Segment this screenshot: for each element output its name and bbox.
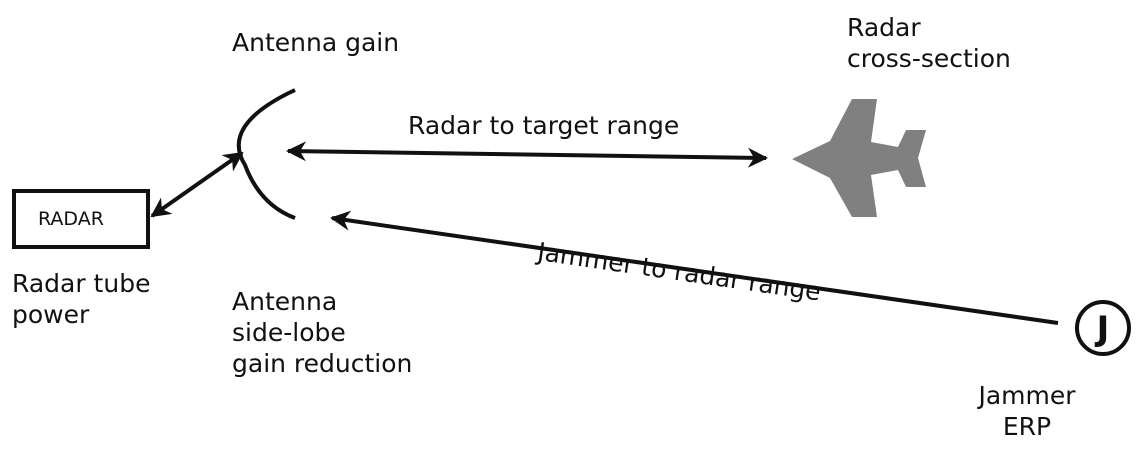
radar-box-label: RADAR xyxy=(38,208,104,230)
label-line: cross-section xyxy=(847,44,1011,73)
label-line: side-lobe xyxy=(232,318,346,347)
label-line: ERP xyxy=(1002,412,1052,441)
antenna-sidelobe-label: Antenna side-lobe gain reduction xyxy=(232,286,412,379)
aircraft-icon xyxy=(792,99,926,217)
radar-antenna-arrow xyxy=(150,151,244,218)
jammer-to-radar-arrow xyxy=(330,210,1059,325)
jammer-icon: J xyxy=(1075,300,1131,356)
label-line: gain reduction xyxy=(232,349,413,378)
radar-box xyxy=(12,189,150,249)
label-line: power xyxy=(12,300,90,329)
jammer-erp-label: Jammer ERP xyxy=(972,380,1082,442)
antenna-dish xyxy=(236,88,296,220)
radar-tube-power-label: Radar tube power xyxy=(12,268,150,330)
label-line: Antenna xyxy=(232,287,338,316)
label-line: Jammer xyxy=(978,381,1076,410)
antenna-gain-label: Antenna gain xyxy=(232,28,400,57)
label-line: Radar xyxy=(847,13,921,42)
jammer-symbol: J xyxy=(1095,309,1110,349)
label-line: Radar tube xyxy=(12,269,151,298)
radar-to-target-arrow xyxy=(286,141,768,168)
radar-cross-section-label: Radar cross-section xyxy=(847,12,1011,74)
radar-to-target-label: Radar to target range xyxy=(408,111,680,140)
